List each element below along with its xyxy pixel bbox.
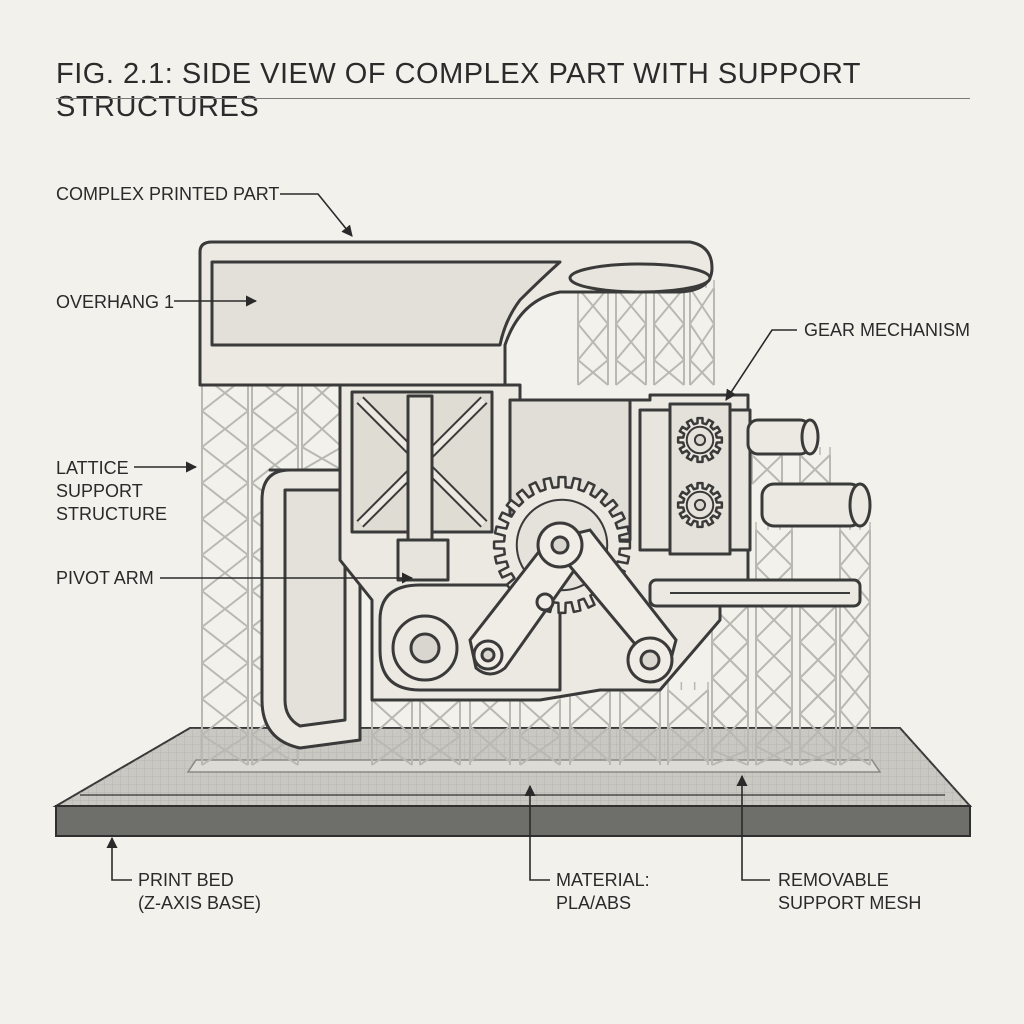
title-divider [56,98,970,99]
figure-title: FIG. 2.1: SIDE VIEW OF COMPLEX PART WITH… [56,58,861,123]
label-lattice-line1: LATTICE [56,458,129,478]
support-tower [667,682,709,765]
label-overhang: OVERHANG 1 [56,292,175,312]
support-tower [569,682,611,765]
support-tower [615,280,647,386]
small-gear-bottom [676,481,724,529]
print-bed [52,727,973,837]
support-tower [653,280,685,386]
label-material-line1: MATERIAL: [556,870,650,890]
leader-lines [106,193,797,881]
support-tower [799,598,837,766]
label-lattice-line3: STRUCTURE [56,504,167,524]
support-tower [577,280,609,386]
small-gear-top [676,416,724,464]
support-tower [689,280,715,386]
support-tower [711,598,749,766]
lattice-supports [201,280,871,766]
label-pivot-arm: PIVOT ARM [56,568,154,588]
label-gear-mechanism: GEAR MECHANISM [804,320,971,340]
pivot-arm [468,521,678,684]
label-complex-printed-part: COMPLEX PRINTED PART [56,184,280,204]
label-support-mesh-line1: REMOVABLE [778,870,889,890]
label-print-bed-line1: PRINT BED [138,870,234,890]
label-print-bed-line2: (Z-AXIS BASE) [138,893,262,913]
label-lattice-line2: SUPPORT [56,481,143,501]
label-material-line2: PLA/ABS [556,893,632,913]
support-tower [201,367,249,766]
label-support-mesh-line2: SUPPORT MESH [778,893,922,913]
